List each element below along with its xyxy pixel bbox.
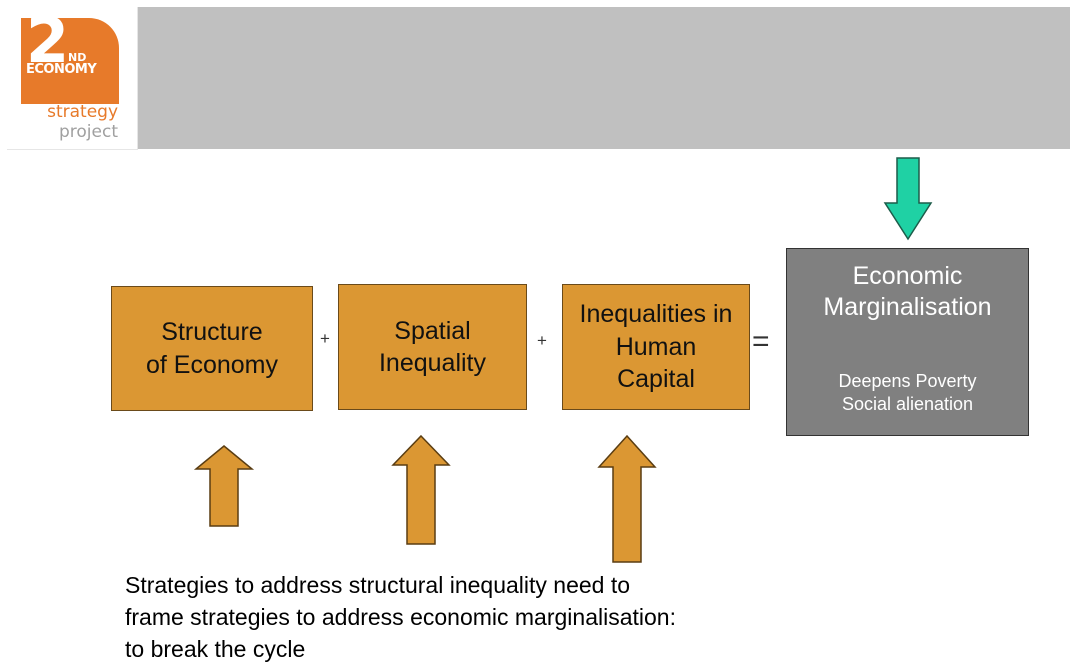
up-arrow-icon: [193, 445, 255, 527]
logo-number: 2: [26, 4, 70, 77]
result-subtitle-line: Social alienation: [841, 393, 974, 414]
result-title-line: Marginalisation: [823, 293, 992, 322]
caption-line: to break the cycle: [125, 636, 306, 662]
box-label-line: Capital: [617, 365, 695, 394]
up-arrow-icon: [391, 434, 451, 545]
plus-operator: +: [320, 329, 330, 348]
box-label-line: Human: [615, 332, 697, 361]
box-inequalities-human-capital: Inequalities in Human Capital: [562, 284, 750, 410]
header-bar: [137, 7, 1070, 149]
box-structure-of-economy: Structure of Economy: [111, 286, 313, 411]
logo-line-strategy: strategy: [47, 102, 118, 122]
logo-word: ECONOMY: [26, 62, 97, 77]
down-arrow-icon: [883, 157, 933, 241]
caption-line: Strategies to address structural inequal…: [125, 572, 631, 598]
logo-tile: [21, 18, 119, 104]
result-title: Economic Marginalisation: [787, 261, 1028, 324]
equals-operator: =: [752, 325, 770, 358]
box-label-line: of Economy: [145, 350, 278, 379]
box-label-line: Structure: [161, 318, 263, 346]
box-label-line: Inequalities in: [579, 300, 733, 329]
box-label-line: Inequality: [378, 349, 487, 377]
result-subtitle: Deepens Poverty Social alienation: [787, 370, 1028, 415]
result-subtitle-line: Deepens Poverty: [838, 371, 977, 391]
result-box-economic-marginalisation: Economic Marginalisation Deepens Poverty…: [786, 248, 1029, 436]
caption-line: frame strategies to address economic mar…: [125, 604, 676, 630]
up-arrow-icon: [597, 434, 657, 563]
logo-superscript: ND: [68, 51, 87, 64]
box-spatial-inequality: Spatial Inequality: [338, 284, 527, 410]
caption-text: Strategies to address structural inequal…: [125, 569, 825, 665]
result-title-line: Economic: [852, 262, 963, 290]
plus-operator: +: [537, 331, 547, 350]
logo-line-project: project: [58, 122, 118, 142]
box-label-line: Spatial: [394, 316, 471, 345]
